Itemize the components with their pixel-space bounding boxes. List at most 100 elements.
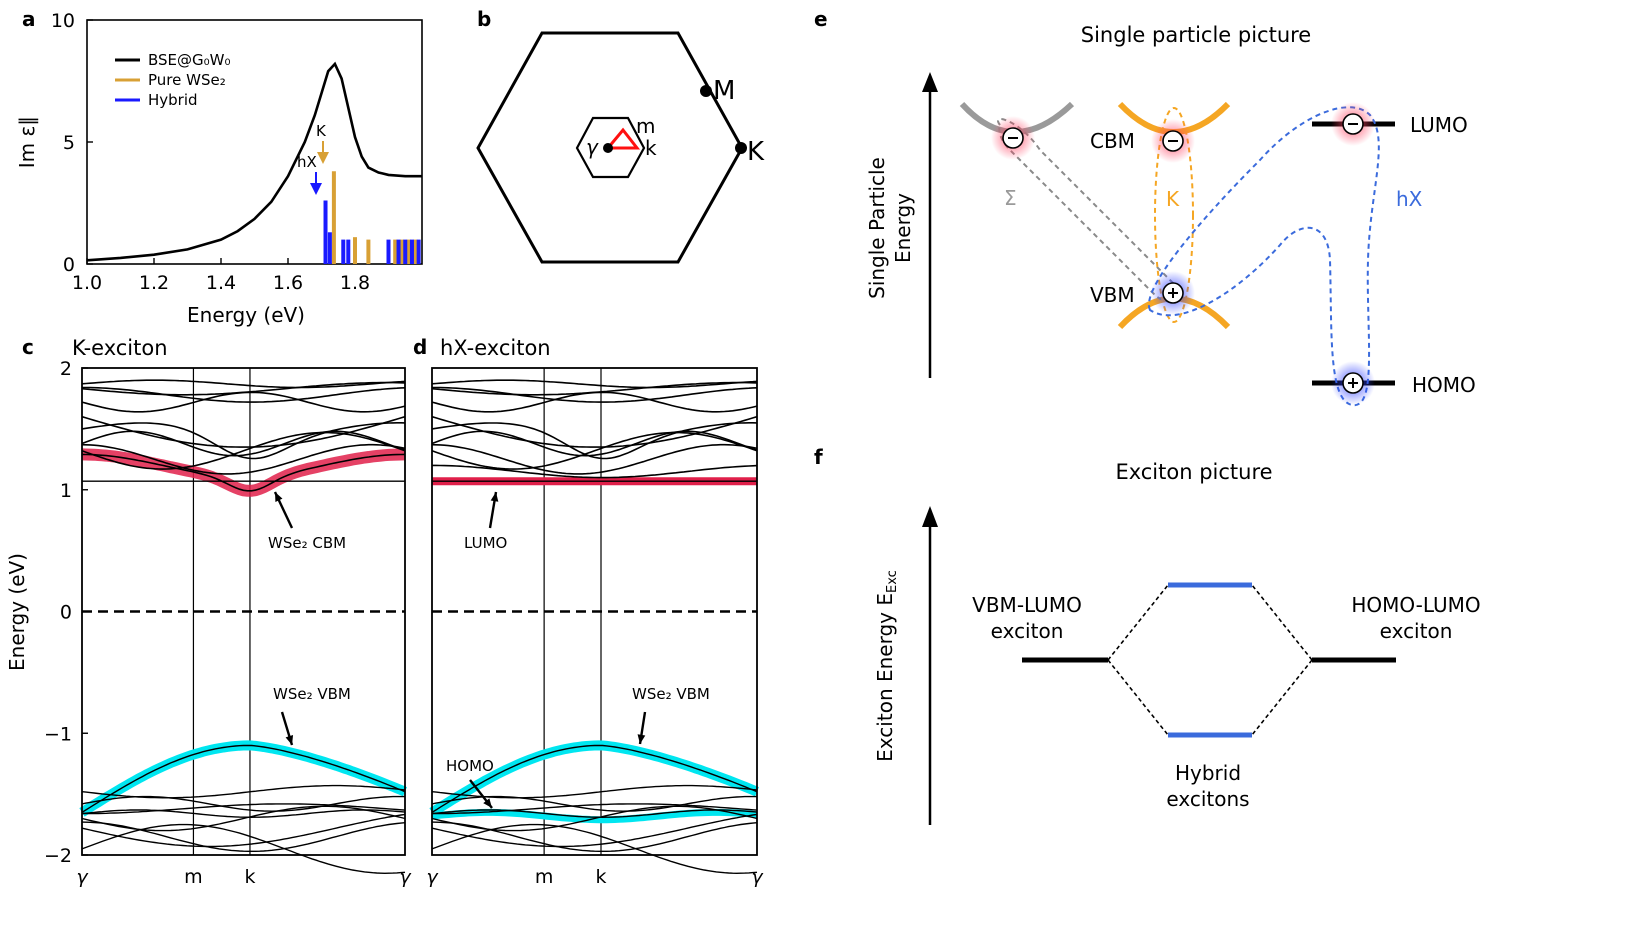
y-tick-label: 0: [60, 602, 72, 624]
m-point-large: [700, 85, 712, 97]
panel-f: f Exciton picture Exciton Energy EExc VB…: [814, 445, 1481, 825]
label-gamma: γ: [586, 135, 599, 159]
conduction-band: [431, 443, 758, 475]
panel-label-e: e: [814, 7, 828, 31]
kpath-tick-label: k: [244, 866, 255, 888]
conduction-band: [81, 391, 406, 413]
label-homo-lumo-2: exciton: [1380, 619, 1453, 643]
plot-frame-a: [86, 19, 423, 265]
valence-band: [431, 795, 757, 812]
gamma-point: [603, 143, 613, 153]
legend-label-bse: BSE@G₀W₀: [148, 51, 231, 69]
y-tick-label: −2: [44, 845, 72, 867]
conduction-band: [431, 391, 758, 413]
plot-frame: [431, 367, 758, 856]
panel-label-c: c: [22, 335, 34, 359]
arrowhead-hx: [310, 183, 322, 195]
label-vbm-lumo-2: exciton: [991, 619, 1064, 643]
annotation-homo-d: HOMO: [446, 757, 494, 775]
legend-label-pure: Pure WSe₂: [148, 71, 226, 89]
annotation-lumo-d: LUMO: [464, 534, 507, 552]
annotation-arrowhead: [285, 735, 294, 745]
label-hx: hX: [1396, 187, 1423, 211]
y-tick-label: 10: [51, 10, 75, 32]
panel-e: e Single particle picture Single Particl…: [814, 7, 1476, 407]
brillouin-zone-large: [476, 31, 744, 264]
valence-band: [432, 803, 758, 815]
hx-exciton-envelope: [1147, 106, 1380, 407]
conduction-band: [81, 431, 406, 470]
title-f: Exciton picture: [1115, 460, 1272, 484]
xlabel-a: Energy (eV): [187, 303, 305, 327]
y-tick-label: 2: [60, 358, 72, 380]
x-tick-label: 1.6: [273, 272, 303, 294]
x-tick-label: 1.4: [206, 272, 236, 294]
label-cbm: CBM: [1090, 129, 1135, 153]
label-K: K: [747, 137, 765, 167]
hybrid-bars: [323, 200, 421, 264]
bse-curve: [86, 61, 422, 262]
valence-band: [81, 809, 406, 819]
label-sigma: Σ: [1004, 186, 1017, 210]
conduction-band: [81, 453, 406, 492]
kpath-triangle: [604, 127, 641, 150]
ylabel-c: Energy (eV): [5, 553, 29, 671]
panel-label-f: f: [814, 445, 823, 469]
y-tick-label: 5: [63, 132, 75, 154]
label-k-exciton: K: [1166, 187, 1180, 211]
valence-band: [81, 744, 406, 813]
valence-band: [431, 809, 758, 819]
x-tick-label: 1.8: [340, 272, 370, 294]
conduction-band: [81, 443, 406, 475]
conduction-band: [432, 386, 758, 403]
kpath-tick-label: γ: [751, 866, 764, 888]
conduction-band: [431, 430, 758, 457]
valence-band: [431, 744, 758, 813]
label-vbm: VBM: [1090, 283, 1135, 307]
x-tick-label: 1.2: [139, 272, 169, 294]
label-lumo: LUMO: [1410, 113, 1468, 137]
annotation-arrowhead: [490, 492, 499, 502]
valence-band: [81, 795, 405, 812]
conduction-band: [81, 379, 406, 389]
label-hybrid-1: Hybrid: [1175, 761, 1241, 785]
label-vbm-lumo-1: VBM-LUMO: [972, 593, 1082, 617]
conduction-band: [431, 379, 758, 389]
title-e: Single particle picture: [1081, 23, 1311, 47]
energy-axis-arrow-f: [922, 506, 938, 527]
annotation-arrowhead: [637, 734, 646, 744]
panel-label-d: d: [413, 335, 427, 359]
label-m: m: [636, 114, 655, 138]
hybridization-lines: [1107, 584, 1313, 736]
ylabel-e-2: Energy: [891, 193, 915, 263]
valence-band: [431, 823, 758, 875]
ylabel-e-1: Single Particle: [865, 157, 889, 299]
y-tick-label: 0: [63, 254, 75, 276]
legend-a: BSE@G₀W₀ Pure WSe₂ Hybrid: [115, 51, 231, 109]
kpath-tick-label: γ: [426, 866, 439, 888]
legend-label-hybrid: Hybrid: [148, 91, 198, 109]
kpath-tick-label: m: [184, 866, 203, 888]
energy-axis-arrow-e: [922, 72, 938, 92]
k-point-large: [735, 142, 747, 154]
valence-band: [431, 813, 758, 848]
annotation-cbm-c: WSe₂ CBM: [268, 534, 346, 552]
vbm-highlight: [79, 740, 407, 817]
ylabel-f: Exciton Energy EExc: [873, 570, 900, 762]
kpath-tick-label: γ: [76, 866, 89, 888]
label-k: k: [645, 136, 657, 160]
conduction-band: [432, 464, 758, 479]
conduction-band: [81, 430, 406, 457]
k-exciton-envelope: [1154, 107, 1194, 323]
conduction-band: [81, 422, 406, 460]
subtitle-d: hX-exciton: [440, 336, 551, 360]
label-homo-lumo-1: HOMO-LUMO: [1351, 593, 1480, 617]
valence-band: [82, 803, 406, 815]
conduction-band: [431, 422, 758, 460]
